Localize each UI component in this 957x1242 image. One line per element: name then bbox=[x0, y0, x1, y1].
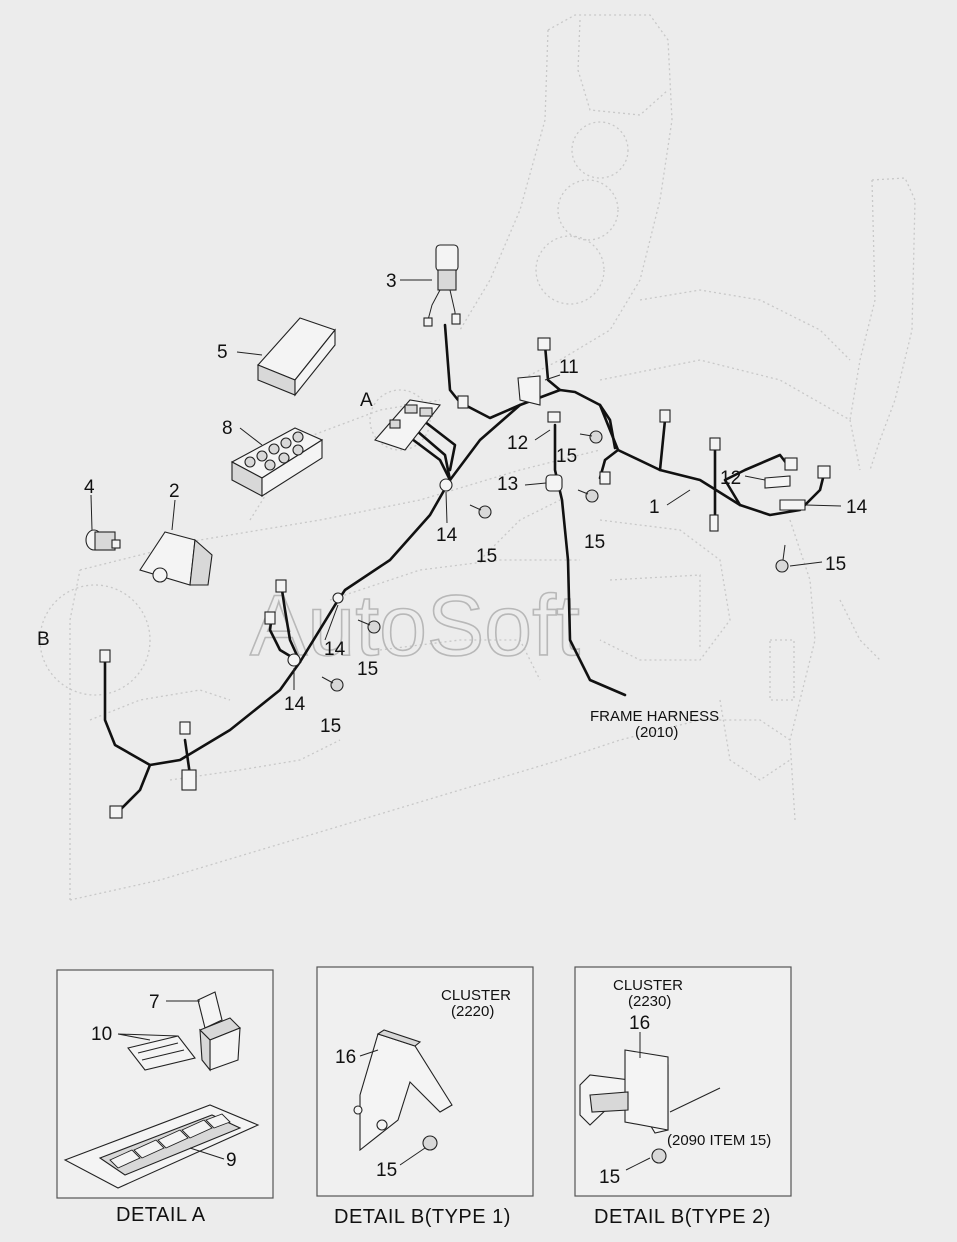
callout-14-d: 14 bbox=[284, 694, 306, 715]
part-3-relay bbox=[423, 244, 461, 327]
callout-12-a: 12 bbox=[507, 433, 528, 454]
callout-15-e: 15 bbox=[357, 659, 378, 680]
callout-5: 5 bbox=[217, 342, 228, 363]
callout-labels: 3 5 8 4 2 A B 11 12 15 13 15 1 12 14 15 … bbox=[37, 271, 868, 741]
frame-harness-ref: (2010) bbox=[635, 724, 678, 741]
callout-14-a: 14 bbox=[846, 497, 868, 518]
bolts bbox=[321, 430, 789, 692]
callout-16-b1: 16 bbox=[335, 1047, 356, 1068]
callout-4: 4 bbox=[84, 477, 95, 498]
cluster-label-b1: CLUSTER bbox=[441, 987, 511, 1004]
callout-15-b: 15 bbox=[584, 532, 605, 553]
detail-b1-panel: CLUSTER (2220) 16 15 bbox=[316, 966, 534, 1197]
callout-15-f: 15 bbox=[320, 716, 341, 737]
callout-14-b: 14 bbox=[436, 525, 458, 546]
callout-15-d: 15 bbox=[476, 546, 497, 567]
watermark-text: AutoSoft bbox=[250, 578, 580, 674]
cluster-ref-b2: (2230) bbox=[628, 993, 671, 1010]
part-4-socket bbox=[85, 529, 121, 551]
part-8-fuse-block bbox=[230, 427, 324, 497]
callout-13: 13 bbox=[497, 474, 518, 495]
detail-a-panel: 7 10 9 bbox=[56, 969, 274, 1199]
detail-b2-panel: CLUSTER (2230) 16 (2090 ITEM 15) 15 bbox=[574, 966, 792, 1197]
callout-15-c: 15 bbox=[825, 554, 846, 575]
cab-frame-ghost bbox=[39, 14, 916, 901]
connectors bbox=[99, 337, 831, 819]
callout-3: 3 bbox=[386, 271, 397, 292]
callout-15-b1: 15 bbox=[376, 1160, 397, 1181]
cluster-label-b2: CLUSTER bbox=[613, 977, 683, 994]
cluster-ref-b1: (2220) bbox=[451, 1003, 494, 1020]
leader-lines bbox=[90, 279, 842, 690]
callout-12-b: 12 bbox=[720, 468, 741, 489]
callout-9: 9 bbox=[226, 1150, 237, 1171]
part-5-module bbox=[257, 317, 336, 397]
detail-b-marker: B bbox=[37, 629, 50, 650]
callout-1: 1 bbox=[649, 497, 660, 518]
callout-14-c: 14 bbox=[324, 639, 346, 660]
detail-b1-caption: DETAIL B(TYPE 1) bbox=[334, 1206, 511, 1228]
callout-2: 2 bbox=[169, 481, 180, 502]
frame-harness-label: FRAME HARNESS bbox=[590, 708, 719, 725]
detail-a-caption: DETAIL A bbox=[116, 1204, 206, 1226]
part-2-switch bbox=[139, 531, 213, 586]
callout-16-b2: 16 bbox=[629, 1013, 650, 1034]
switch-panel-a bbox=[374, 399, 442, 451]
callout-11: 11 bbox=[559, 357, 579, 378]
callout-7: 7 bbox=[149, 992, 160, 1013]
item-ref-b2: (2090 ITEM 15) bbox=[667, 1132, 771, 1149]
callout-8: 8 bbox=[222, 418, 233, 439]
callout-15-a: 15 bbox=[556, 446, 577, 467]
callout-10: 10 bbox=[91, 1024, 112, 1045]
callout-15-b2: 15 bbox=[599, 1167, 620, 1188]
detail-b2-caption: DETAIL B(TYPE 2) bbox=[594, 1206, 771, 1228]
detail-a-marker: A bbox=[360, 390, 373, 411]
